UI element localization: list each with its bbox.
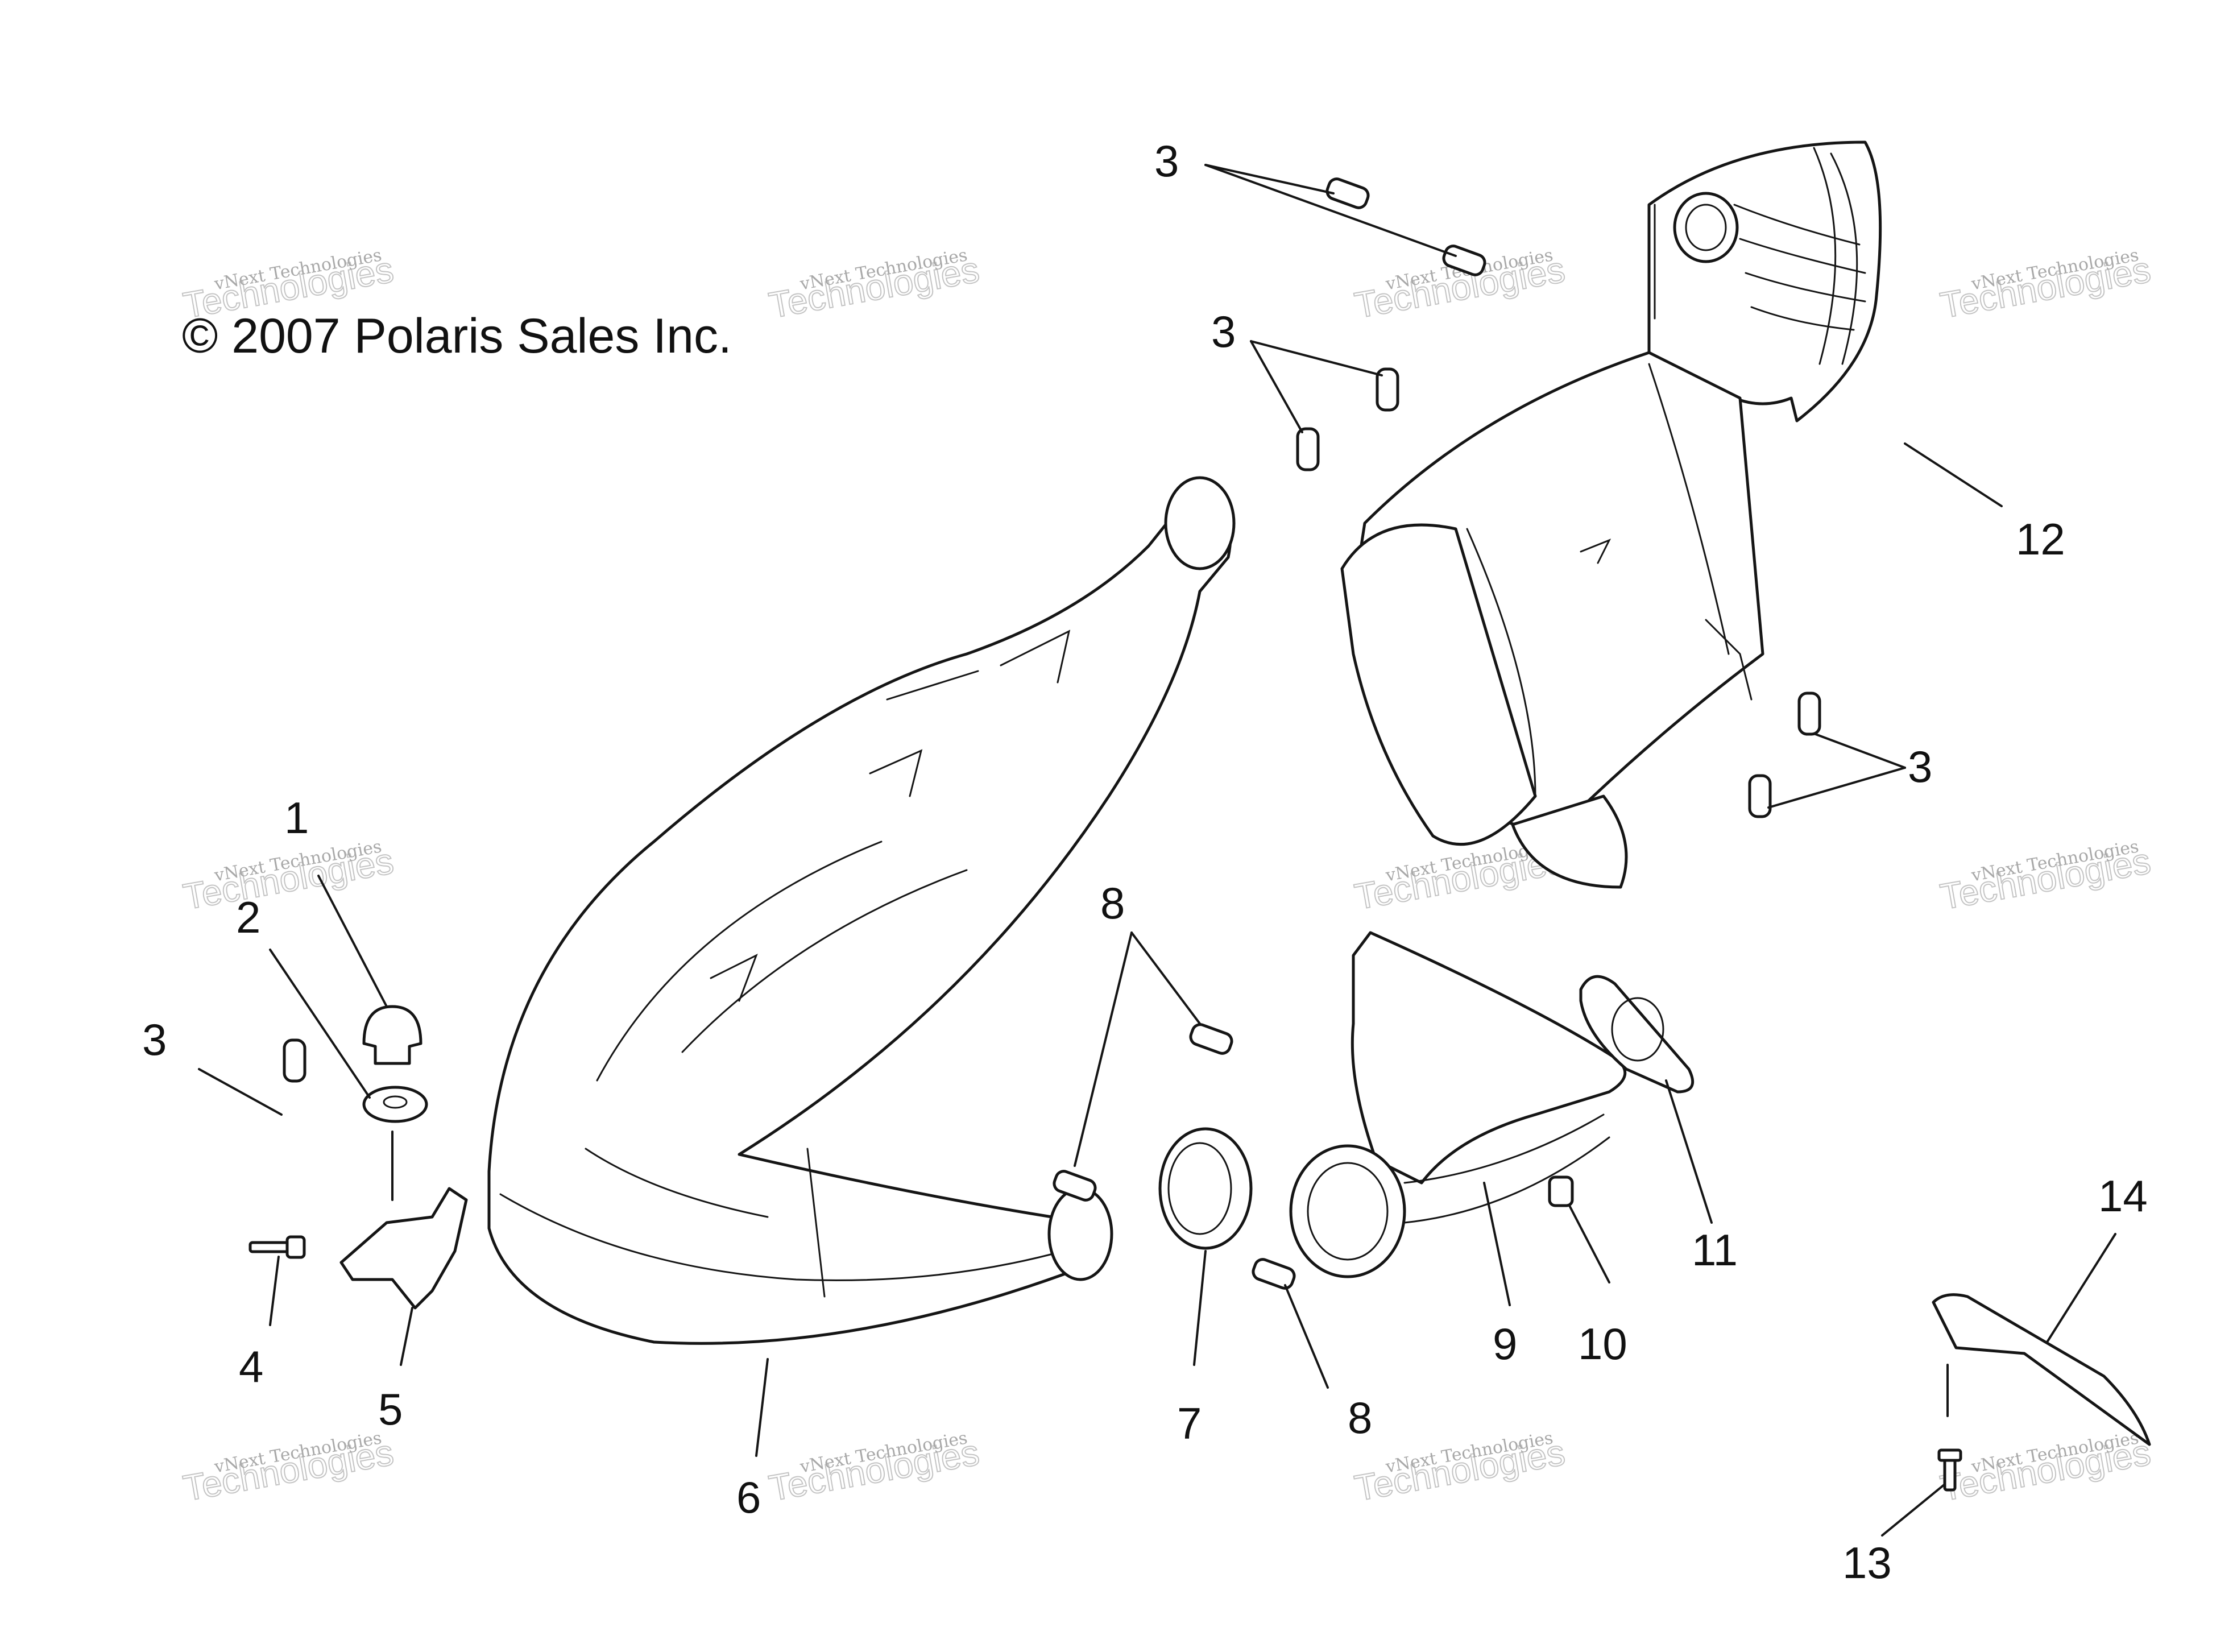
part-13-fastener (1937, 1448, 1962, 1492)
watermark-grid: Technologies vNext Technologies Technolo… (180, 245, 2154, 1509)
watermark: Technologies vNext Technologies (1937, 245, 2154, 326)
watermark: Technologies vNext Technologies (1937, 837, 2154, 918)
callout-2: 2 (236, 892, 260, 942)
callout-5: 5 (378, 1384, 403, 1434)
callout-1: 1 (284, 793, 309, 843)
part-5-bracket (339, 1187, 468, 1310)
part-10-stud (1548, 1175, 1574, 1207)
callout-4: 4 (239, 1342, 263, 1392)
callout-7: 7 (1177, 1398, 1202, 1448)
callout-8: 8 (1100, 878, 1125, 928)
spring (1252, 1258, 1296, 1290)
watermark: Technologies vNext Technologies (180, 837, 397, 918)
part-9-manifold (1289, 931, 1627, 1278)
callout-11: 11 (1692, 1225, 1738, 1275)
callout-13: 13 (1842, 1538, 1892, 1588)
part-2-washer (362, 1086, 428, 1123)
watermark: Technologies vNext Technologies (1351, 1428, 1568, 1509)
callout-3: 3 (1154, 136, 1179, 186)
spring (1189, 1023, 1233, 1055)
part-1-cap (362, 1005, 422, 1065)
copyright-notice: © 2007 Polaris Sales Inc. (182, 309, 732, 363)
part-6-exhaust-pipe (487, 476, 1236, 1345)
callout-12: 12 (2016, 514, 2065, 564)
part-12-silencer (1340, 140, 1882, 889)
callout-3: 3 (1908, 742, 1932, 792)
part-7-seal-ring (1158, 1127, 1253, 1250)
spring (1376, 367, 1399, 412)
part-11-flange-gasket (1579, 975, 1695, 1094)
spring (1325, 177, 1370, 209)
callout-3: 3 (1211, 307, 1236, 357)
watermark: Technologies vNext Technologies (765, 1428, 983, 1509)
spring-group (283, 177, 1821, 1290)
leader-lines (198, 164, 2116, 1537)
spring (1797, 692, 1821, 736)
callout-9: 9 (1493, 1319, 1517, 1369)
watermark: Technologies vNext Technologies (180, 1428, 397, 1509)
callout-10: 10 (1578, 1319, 1627, 1369)
part-14-heat-shield (1932, 1293, 2151, 1446)
callout-numbers: 3 3 3 12 1 2 3 4 5 6 7 8 8 9 10 11 13 14 (142, 136, 2148, 1588)
spring (283, 1038, 306, 1083)
watermark: Technologies vNext Technologies (765, 245, 983, 326)
callout-6: 6 (736, 1472, 761, 1522)
spring (1442, 245, 1486, 276)
callout-14: 14 (2098, 1171, 2148, 1221)
callout-8: 8 (1348, 1393, 1372, 1443)
watermark: Technologies vNext Technologies (1937, 1428, 2154, 1509)
spring (1748, 774, 1772, 818)
part-4-bolt (248, 1235, 306, 1259)
spring (1053, 1170, 1097, 1202)
spring (1296, 427, 1320, 471)
callout-3: 3 (142, 1015, 167, 1065)
